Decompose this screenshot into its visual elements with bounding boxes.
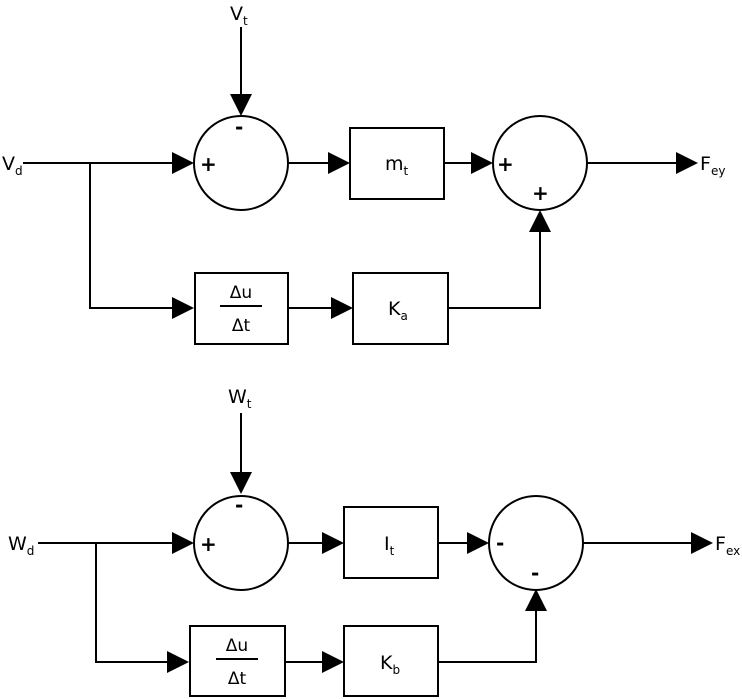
sum1-left-sign: +: [200, 152, 217, 176]
feedback-wire: [448, 228, 541, 309]
reference-label: Vt: [230, 3, 248, 28]
gain-block: [343, 506, 439, 579]
input-label: Vd: [2, 153, 23, 178]
feedback-gain-block: [343, 625, 439, 697]
output-label: Fex: [715, 533, 740, 558]
reference-label: Wt: [228, 386, 252, 411]
sum1-top-sign: -: [235, 115, 243, 139]
branch-wire: [89, 163, 178, 309]
input-arrow-icon: [172, 152, 194, 174]
gain-input-arrow-icon: [328, 152, 350, 174]
sum1-left-sign: +: [200, 532, 217, 556]
branch-wire: [95, 543, 173, 663]
reference-arrow-icon: [230, 472, 252, 494]
sum2-input-arrow-icon: [467, 532, 489, 554]
gain-input-arrow-icon: [322, 532, 344, 554]
feedback-gain-label: Kb: [380, 652, 400, 677]
output-arrow-icon: [676, 152, 698, 174]
sum2-bottom-sign: -: [531, 561, 539, 585]
reference-arrow-icon: [230, 94, 252, 116]
feedback-gain-input-arrow-icon: [331, 297, 353, 319]
feedback-gain-label: Ka: [388, 298, 408, 323]
sum2-input-arrow-icon: [471, 152, 493, 174]
input-label: Wd: [8, 533, 34, 558]
output-label: Fey: [700, 153, 725, 178]
sum2-bottom-arrow-icon: [529, 210, 551, 232]
derivative-denominator: Δt: [232, 316, 251, 336]
derivative-denominator: Δt: [228, 669, 247, 689]
gain-block-label: It: [384, 533, 395, 558]
derivative-input-arrow-icon: [172, 297, 194, 319]
sum2-bottom-arrow-icon: [525, 589, 547, 611]
sum2-left-sign: -: [496, 531, 504, 555]
sum1-top-sign: -: [235, 493, 243, 517]
feedback-gain-input-arrow-icon: [322, 651, 344, 673]
derivative-numerator: Δu: [230, 283, 252, 303]
sum2-bottom-sign: +: [532, 181, 549, 205]
derivative-numerator: Δu: [226, 636, 248, 656]
feedback-gain-block: [352, 272, 449, 345]
rotational-loop: Wt Wd + - It - - Fex Δu Δ: [8, 386, 740, 697]
derivative-input-arrow-icon: [167, 651, 189, 673]
translational-loop: Vt Vd + - mt + + Fey Δu Δ: [2, 3, 725, 345]
derivative-block: [194, 272, 289, 345]
sum2-left-sign: +: [497, 152, 514, 176]
derivative-block: [189, 625, 286, 697]
gain-block-label: mt: [385, 153, 409, 178]
output-arrow-icon: [691, 532, 713, 554]
feedback-wire: [438, 607, 537, 663]
input-arrow-icon: [172, 532, 194, 554]
gain-block: [349, 127, 445, 200]
